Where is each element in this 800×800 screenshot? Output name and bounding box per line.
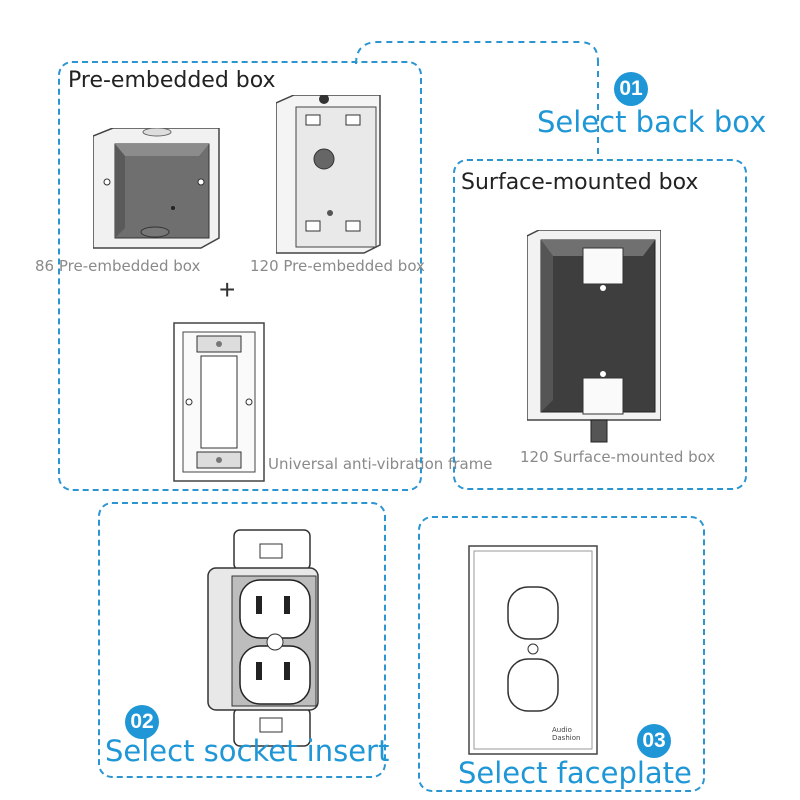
caption-anti-vibration-frame: Universal anti-vibration frame bbox=[268, 455, 493, 473]
caption-86-box: 86 Pre-embedded box bbox=[35, 257, 201, 275]
plus-sign: + bbox=[219, 274, 236, 305]
box-86-image bbox=[93, 128, 220, 249]
box-120-image bbox=[276, 95, 381, 254]
socket-insert-panel bbox=[98, 502, 386, 778]
surface-mounted-panel bbox=[453, 159, 747, 490]
faceplate-panel bbox=[418, 516, 705, 792]
step-01-label: Select back box bbox=[537, 105, 767, 139]
step-03-label: Select faceplate bbox=[458, 756, 692, 790]
caption-surface-box-120: 120 Surface-mounted box bbox=[520, 448, 716, 466]
step-03-number: 03 bbox=[637, 724, 671, 758]
faceplate-logo: Audio Dashion bbox=[552, 726, 581, 742]
faceplate-image bbox=[468, 545, 598, 755]
step-01-number: 01 bbox=[614, 72, 648, 106]
step-02-label: Select socket insert bbox=[105, 734, 390, 768]
pre-embedded-heading: Pre-embedded box bbox=[68, 68, 276, 93]
connector-line bbox=[355, 41, 599, 65]
socket-insert-image bbox=[207, 529, 319, 747]
anti-vibration-frame-image bbox=[173, 322, 265, 482]
connector-line-right bbox=[597, 60, 599, 160]
surface-box-120-image bbox=[527, 230, 661, 443]
step-02-number: 02 bbox=[125, 705, 159, 739]
pre-embedded-panel bbox=[58, 61, 422, 491]
surface-mounted-heading: Surface-mounted box bbox=[461, 170, 699, 195]
caption-120-box: 120 Pre-embedded box bbox=[250, 257, 425, 275]
